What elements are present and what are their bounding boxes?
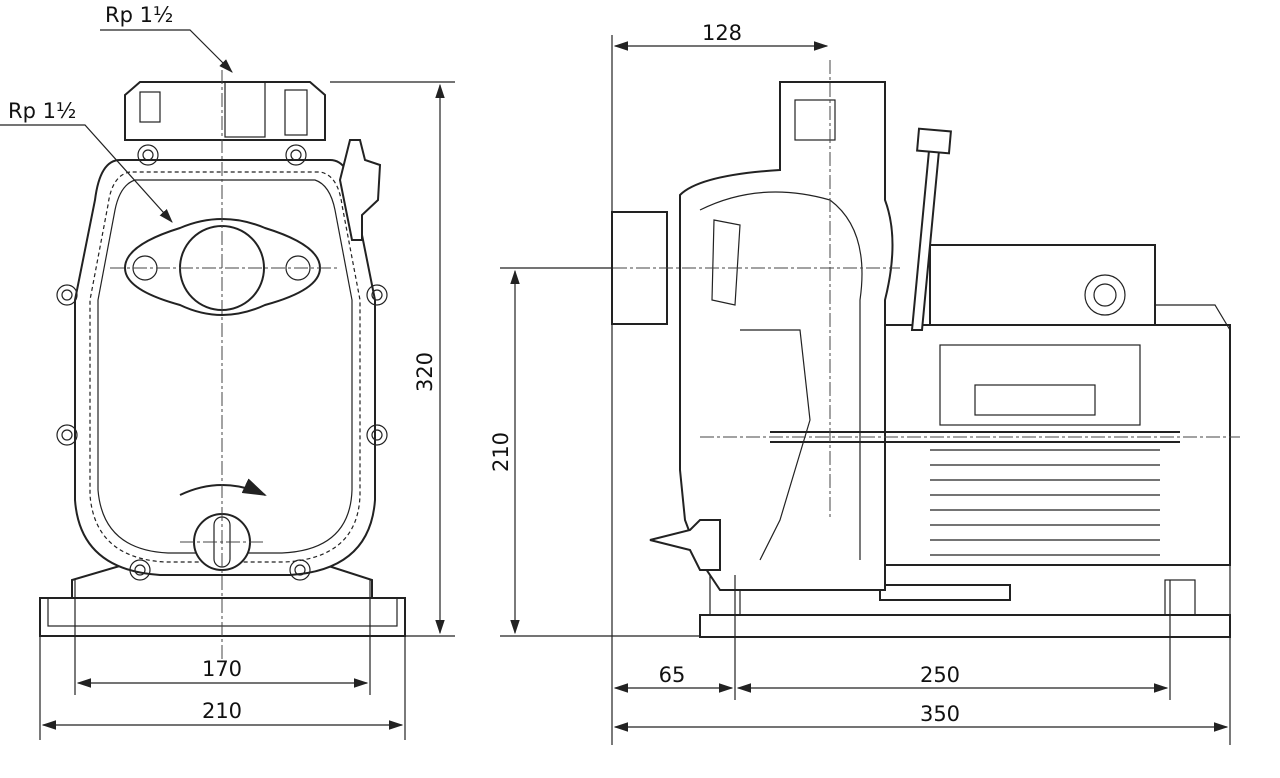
terminal-box: [929, 244, 1156, 326]
front-view: [0, 29, 455, 740]
overall-length-dimension: 350: [920, 702, 960, 726]
pump-housing-side: [679, 81, 894, 591]
inlet-height-dimension: 210: [489, 432, 513, 472]
outlet-offset-dimension: 128: [702, 21, 742, 45]
side-view: [500, 35, 1240, 745]
motor-body: [884, 324, 1231, 566]
side-base-plate: [699, 614, 1231, 638]
front-offset-dimension: 65: [659, 663, 686, 687]
front-base-width-dimension: 210: [202, 699, 242, 723]
front-foot-spacing-dimension: 170: [202, 657, 242, 681]
outlet-thread-label: Rp 1½: [105, 3, 173, 27]
inlet-thread-label: Rp 1½: [8, 99, 76, 123]
height-dimension: 320: [413, 352, 437, 392]
side-foot-spacing-dimension: 250: [920, 663, 960, 687]
